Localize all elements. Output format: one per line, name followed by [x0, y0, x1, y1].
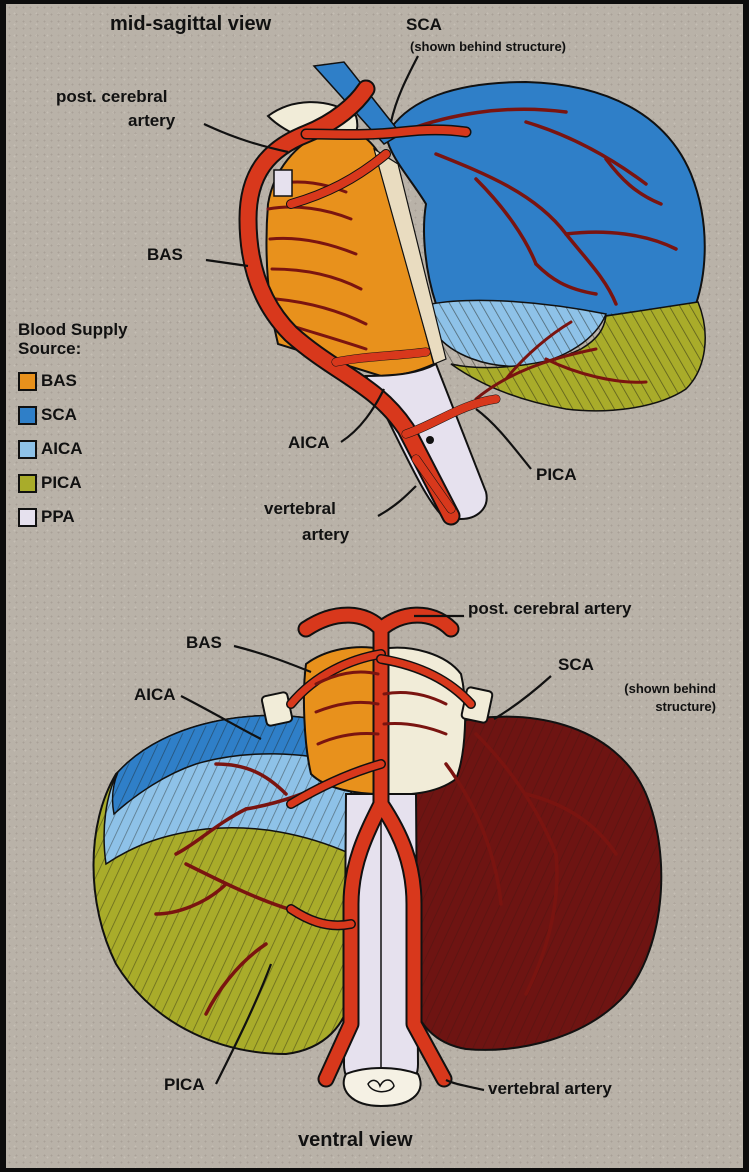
ventral-view-title: ventral view	[298, 1130, 413, 1151]
legend-swatch	[18, 474, 37, 493]
vertebral-label-top-line1: vertebral	[264, 500, 336, 518]
legend-items: BAS SCA AICA PICA PPA	[18, 370, 128, 528]
legend-item: PICA	[18, 472, 128, 494]
sca-note-bottom-line2: structure)	[566, 700, 716, 714]
legend-label: BAS	[41, 371, 77, 391]
legend-label: PPA	[41, 507, 75, 527]
legend-label: SCA	[41, 405, 77, 425]
blood-supply-legend: Blood Supply Source: BAS SCA AICA PICA PPA	[18, 320, 128, 528]
post-cerebral-label-top-line2: artery	[128, 112, 175, 130]
sca-label-top: SCA	[406, 16, 442, 34]
legend-item: AICA	[18, 438, 128, 460]
aica-label-top: AICA	[288, 434, 330, 452]
aica-label-bottom: AICA	[134, 686, 176, 704]
legend-swatch	[18, 372, 37, 391]
sca-note-bottom-line1: (shown behind	[566, 682, 716, 696]
legend-swatch	[18, 508, 37, 527]
sca-note-top: (shown behind structure)	[410, 40, 566, 54]
post-cerebral-label-top-line1: post. cerebral	[56, 88, 168, 106]
legend-swatch	[18, 440, 37, 459]
post-cerebral-label-bottom: post. cerebral artery	[468, 600, 631, 618]
legend-label: AICA	[41, 439, 83, 459]
bas-label-top: BAS	[147, 246, 183, 264]
sca-label-bottom: SCA	[558, 656, 594, 674]
legend-swatch	[18, 406, 37, 425]
diagram-panel: mid-sagittal view SCA (shown behind stru…	[6, 4, 743, 1168]
legend-item: BAS	[18, 370, 128, 392]
vertebral-label-top-line2: artery	[302, 526, 349, 544]
cerebellum-sca-region	[386, 82, 705, 316]
legend-item: SCA	[18, 404, 128, 426]
spinal-cord-section	[344, 1068, 421, 1106]
vertebral-label-bottom: vertebral artery	[488, 1080, 612, 1098]
legend-title-line2: Source:	[18, 339, 128, 358]
pica-label-top: PICA	[536, 466, 577, 484]
bas-label-bottom: BAS	[186, 634, 222, 652]
legend-label: PICA	[41, 473, 82, 493]
anatomy-illustration	[6, 4, 743, 1168]
legend-item: PPA	[18, 506, 128, 528]
mid-sagittal-title: mid-sagittal view	[110, 14, 271, 35]
pica-label-bottom: PICA	[164, 1076, 205, 1094]
legend-title-line1: Blood Supply	[18, 320, 128, 339]
